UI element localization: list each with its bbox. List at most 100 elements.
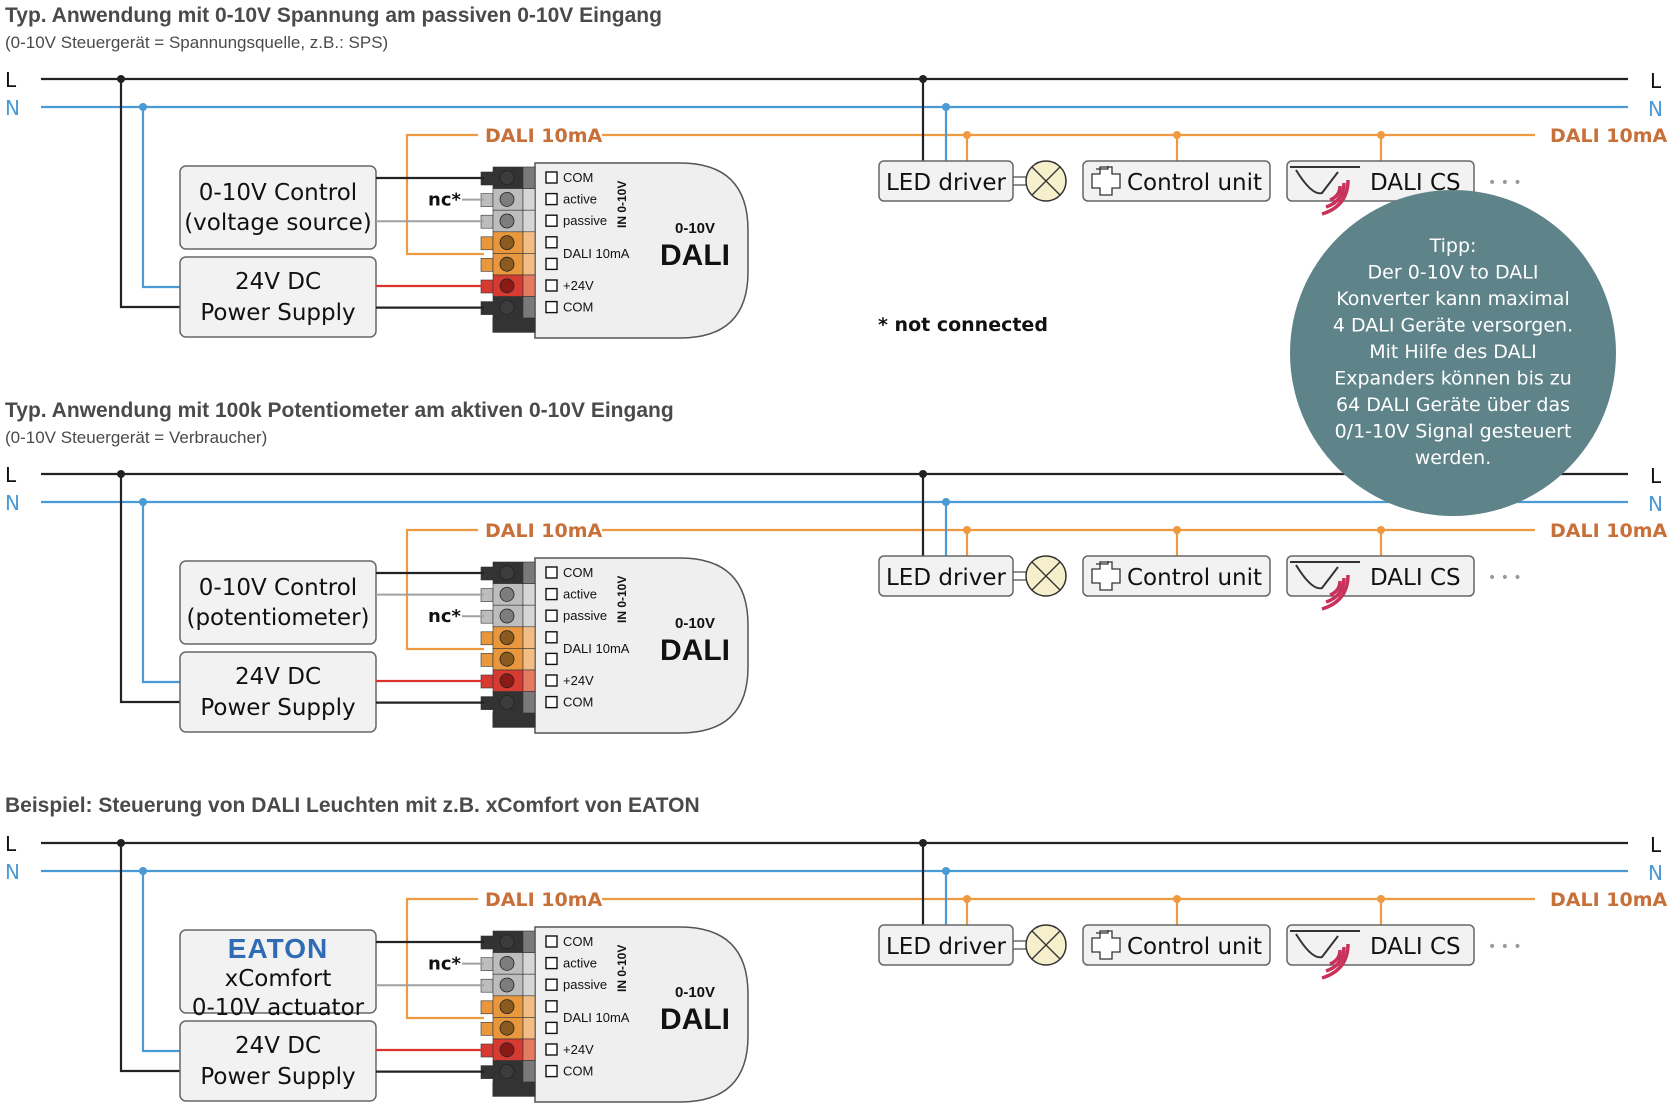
control-unit-label: Control unit: [1127, 170, 1262, 196]
converter-title-small: 0-10V: [675, 984, 715, 1001]
junction-dot: [919, 75, 927, 83]
junction-dot: [139, 867, 147, 875]
dali-bus-label: DALI 10mA: [485, 889, 603, 911]
control-unit-box: Control unit: [1082, 924, 1271, 966]
bus-label-n: N: [5, 860, 20, 884]
led-driver-label: LED driver: [886, 934, 1007, 960]
tip-line: Der 0-10V to DALI: [1368, 262, 1539, 284]
converter-body: [534, 162, 749, 339]
control-unit-frame: [1082, 555, 1271, 597]
terminal-strip: [522, 952, 536, 975]
bus-label-l: L: [5, 463, 17, 487]
junction-dot: [117, 75, 125, 83]
terminal-label: COM: [563, 170, 593, 185]
section-1: Typ. Anwendung mit 0-10V Spannung am pas…: [5, 4, 1668, 339]
terminal-screw: [499, 213, 515, 229]
terminal-screw: [499, 191, 515, 207]
terminal-tab: [480, 631, 494, 646]
junction-dot: [139, 498, 147, 506]
terminal-label: COM: [563, 300, 593, 315]
neutral-drop-wire: [141, 107, 180, 289]
control-box: 0-10V Control(potentiometer): [179, 560, 377, 645]
section-title: Typ. Anwendung mit 100k Potentiometer am…: [5, 399, 674, 422]
dali-cs-frame: [1286, 160, 1475, 202]
junction-dot: [139, 103, 147, 111]
terminal-checkbox: [545, 935, 558, 948]
psu-label-line2: Power Supply: [200, 1064, 355, 1090]
junction-dot: [942, 103, 950, 111]
more-devices-ellipsis: • • •: [1488, 175, 1522, 191]
led-driver-box: LED driver: [878, 924, 1014, 966]
converter-title-small: 0-10V: [675, 615, 715, 632]
junction-dot: [1377, 526, 1385, 534]
converter-title-big: DALI: [660, 1003, 730, 1036]
dali-loop-wire: [405, 133, 484, 256]
terminal-screw: [499, 630, 515, 645]
tip-line: werden.: [1415, 447, 1492, 469]
terminal-block-base: [492, 712, 536, 728]
terminal-checkbox: [545, 631, 558, 644]
tip-line: Mit Hilfe des DALI: [1369, 341, 1537, 363]
terminal-strip: [522, 1060, 536, 1083]
terminal-strip: [522, 1017, 536, 1040]
input-group-label: IN 0-10V: [615, 945, 629, 992]
terminal-screw: [499, 1064, 515, 1079]
terminal-checkbox: [545, 300, 558, 314]
tip-line: 0/1-10V Signal gesteuert: [1335, 421, 1572, 443]
control-label-line2: 0-10V actuator: [192, 995, 365, 1021]
psu-frame: [179, 256, 377, 338]
converter-title-big: DALI: [660, 634, 730, 667]
terminal-screw: [499, 956, 515, 971]
tip-line: 4 DALI Geräte versorgen.: [1333, 315, 1573, 337]
terminal-checkbox: [545, 956, 558, 970]
neutral-drop-wire: [141, 502, 180, 684]
dali-bus-label-right: DALI 10mA: [1550, 125, 1668, 147]
control-unit-frame: [1082, 160, 1271, 202]
psu-label-line2: Power Supply: [200, 695, 355, 721]
junction-dot: [117, 470, 125, 478]
terminal-checkbox: [545, 171, 558, 184]
terminal-screw: [499, 1042, 515, 1058]
dali-bus-label: DALI 10mA: [485, 520, 603, 542]
sensor-icon: [1290, 930, 1360, 959]
junction-dot: [963, 131, 971, 139]
led-driver-label: LED driver: [886, 170, 1007, 196]
dali-cs-frame: [1286, 924, 1475, 966]
terminal-strip: [522, 1038, 536, 1061]
terminal-strip: [522, 583, 536, 606]
section-3: Beispiel: Steuerung von DALI Leuchten mi…: [5, 794, 1668, 1103]
junction-dot: [942, 498, 950, 506]
terminal-checkbox: [545, 1000, 558, 1013]
dali-cs-box: DALI CS: [1286, 555, 1475, 611]
terminal-checkbox: [545, 279, 558, 292]
terminal-strip: [522, 691, 536, 714]
sensor-icon: [1290, 166, 1360, 195]
led-driver-label: LED driver: [886, 565, 1007, 591]
terminal-checkbox: [545, 257, 558, 271]
more-devices-ellipsis: • • •: [1488, 570, 1522, 586]
terminal-checkbox: [545, 566, 558, 579]
junction-dot: [1173, 526, 1181, 534]
lamp-icon: [1025, 555, 1067, 597]
terminal-screw: [499, 1020, 515, 1036]
sensor-waves-icon: [1321, 943, 1350, 980]
psu-label-line1: 24V DC: [235, 664, 321, 690]
terminal-screw: [499, 256, 515, 272]
dali-loop-wire: [405, 528, 484, 651]
terminal-checkbox: [545, 1021, 558, 1035]
junction-dot: [919, 470, 927, 478]
terminal-strip: [522, 274, 536, 297]
psu-label-line1: 24V DC: [235, 269, 321, 295]
terminal-screw: [499, 999, 515, 1014]
brand-logo: EATON: [228, 933, 328, 964]
terminal-strip: [522, 995, 536, 1018]
section-subtitle: (0-10V Steuergerät = Spannungsquelle, z.…: [5, 33, 388, 52]
terminal-strip: [522, 973, 536, 997]
terminal-strip: [522, 296, 536, 319]
